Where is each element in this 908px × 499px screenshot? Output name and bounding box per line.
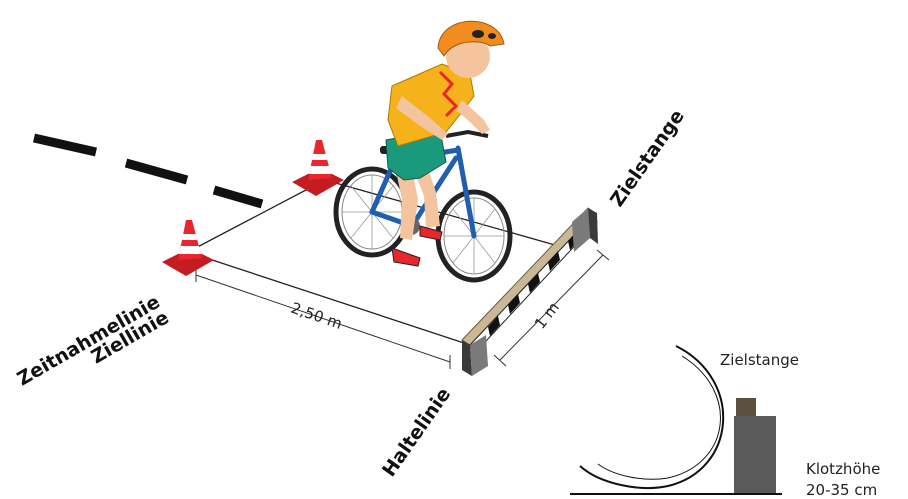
haltelinie-label: Haltelinie [378,384,455,481]
distance-dimension [195,268,451,369]
klotzhoehe-range-label: 20-35 cm [806,481,877,499]
detail-arc [579,345,724,489]
cyclist-illustration [333,20,513,283]
dashed-approach-line [33,133,264,209]
zielstange-label: Zielstange [606,106,689,211]
bar-length-dimension [493,249,610,367]
cone-right [292,140,344,196]
bar-length-label: 1 m [531,299,563,333]
klotzhoehe-label: Klotzhöhe [806,460,880,478]
target-bar [461,207,598,376]
detail-block [734,398,776,494]
cone-left [162,220,214,276]
distance-label: 2,50 m [289,299,345,333]
zielstange-detail-label: Zielstange [720,351,799,369]
